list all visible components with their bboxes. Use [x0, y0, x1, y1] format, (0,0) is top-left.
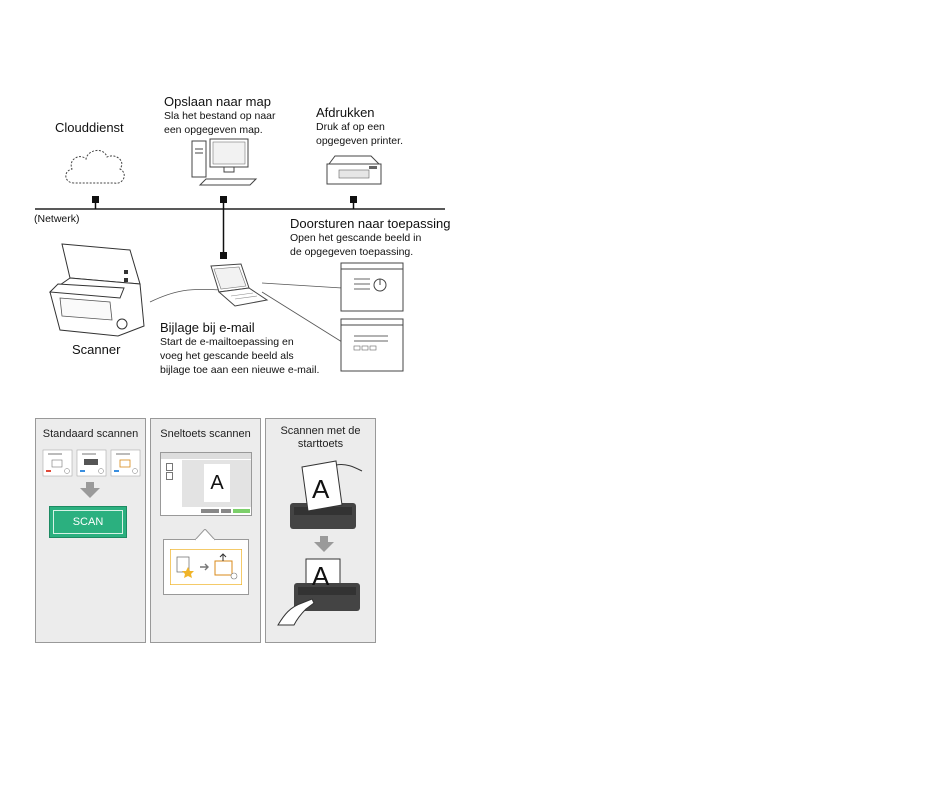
mode-title: Standaard scannen: [42, 428, 139, 440]
thumb-1: [166, 463, 173, 471]
app-desc-line-2: de opgegeven toepassing.: [290, 246, 414, 258]
folder-desc-line-1: Sla het bestand op naar: [164, 110, 276, 122]
press-document-letter: A: [312, 561, 330, 591]
cloud-icon: [65, 150, 125, 184]
network-lines: [35, 196, 445, 343]
laptop-icon: [210, 263, 269, 307]
mode-panel-start-button: Scannen met de starttoets A A: [265, 418, 376, 643]
network-node-laptop: [220, 252, 227, 259]
shortcut-icon: [170, 549, 242, 585]
email-desc-line-2: voeg het gescande beeld als: [160, 350, 294, 362]
print-title: Afdrukken: [316, 105, 375, 120]
feed-document-letter: A: [312, 474, 330, 504]
scan-button[interactable]: SCAN: [49, 506, 127, 538]
email-window-icon: [340, 318, 404, 372]
scan-button-label: SCAN: [53, 510, 123, 534]
scanner-cable: [149, 288, 221, 303]
printer-icon: [326, 155, 382, 185]
folder-desc-line-2: een opgegeven map.: [164, 124, 263, 136]
arrow-down-icon: [80, 482, 100, 498]
network-node-printer: [350, 196, 357, 203]
arrow-down-icon: [314, 536, 334, 552]
mode-title-line-1: Scannen met de: [280, 425, 361, 437]
cloud-title: Clouddienst: [55, 120, 124, 135]
mode-title-line-2: starttoets: [297, 438, 344, 450]
desktop-pc-icon: [191, 138, 258, 186]
mode-panel-standard: Standaard scannen SCAN: [35, 418, 146, 643]
scanner-feed-icon: [290, 460, 363, 529]
app-desc-line-1: Open het gescande beeld in: [290, 232, 422, 244]
network-node-pc: [220, 196, 227, 203]
status-bar: [201, 509, 219, 513]
callout-pointer: [195, 529, 215, 541]
app-title: Doorsturen naar toepassing: [290, 216, 451, 231]
preview-toolbar: [161, 453, 251, 459]
network-node-cloud: [92, 196, 99, 203]
job-tiles-icon: [42, 449, 141, 477]
print-desc-line-2: opgegeven printer.: [316, 135, 403, 147]
folder-title: Opslaan naar map: [164, 94, 271, 109]
preview-document: A: [204, 464, 230, 502]
scanner-icon: [48, 243, 145, 337]
app-window-icon: [340, 262, 404, 312]
app-screen-preview: A: [160, 452, 252, 516]
email-desc-line-3: bijlage toe aan een nieuwe e-mail.: [160, 364, 320, 376]
thumb-2: [166, 472, 173, 480]
mode-panel-shortcut: Sneltoets scannen A: [150, 418, 261, 643]
scanner-title: Scanner: [72, 342, 121, 357]
preview-canvas: A: [182, 460, 251, 507]
email-desc-line-1: Start de e-mailtoepassing en: [160, 336, 294, 348]
scanner-press-icon: [277, 558, 360, 626]
mode-title: Sneltoets scannen: [160, 428, 251, 440]
email-title: Bijlage bij e-mail: [160, 320, 255, 335]
shortcut-callout: [163, 539, 249, 595]
print-desc-line-1: Druk af op een: [316, 121, 385, 133]
network-label: (Netwerk): [34, 213, 80, 225]
